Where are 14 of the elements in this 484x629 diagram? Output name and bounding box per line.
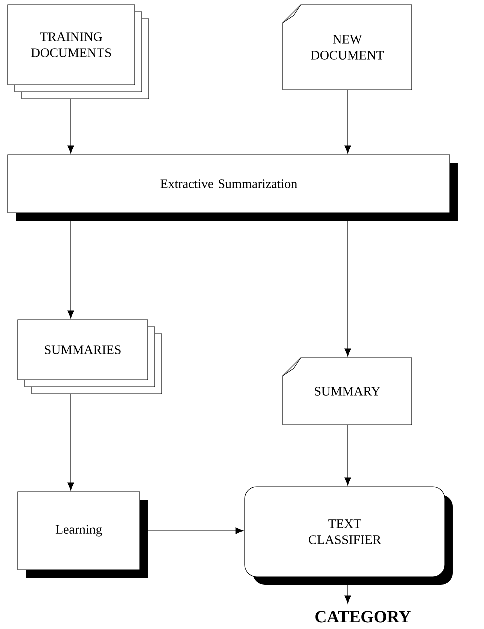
arrow [344,424,352,486]
output-label: CATEGORY [316,611,411,623]
arrow [344,584,352,604]
process-box: TEXT CLASSIFIER [244,486,453,585]
arrow [344,220,352,357]
document-stack: TRAINING DOCUMENTS [8,4,150,100]
arrow [68,98,74,154]
process-box: Learning [18,492,148,578]
arrow [344,90,352,154]
arrow [148,528,244,534]
process-box: Extractive Summarization [8,154,458,221]
arrow [68,220,74,319]
arrow [68,394,74,491]
document-stack: SUMMARIES [18,320,162,394]
